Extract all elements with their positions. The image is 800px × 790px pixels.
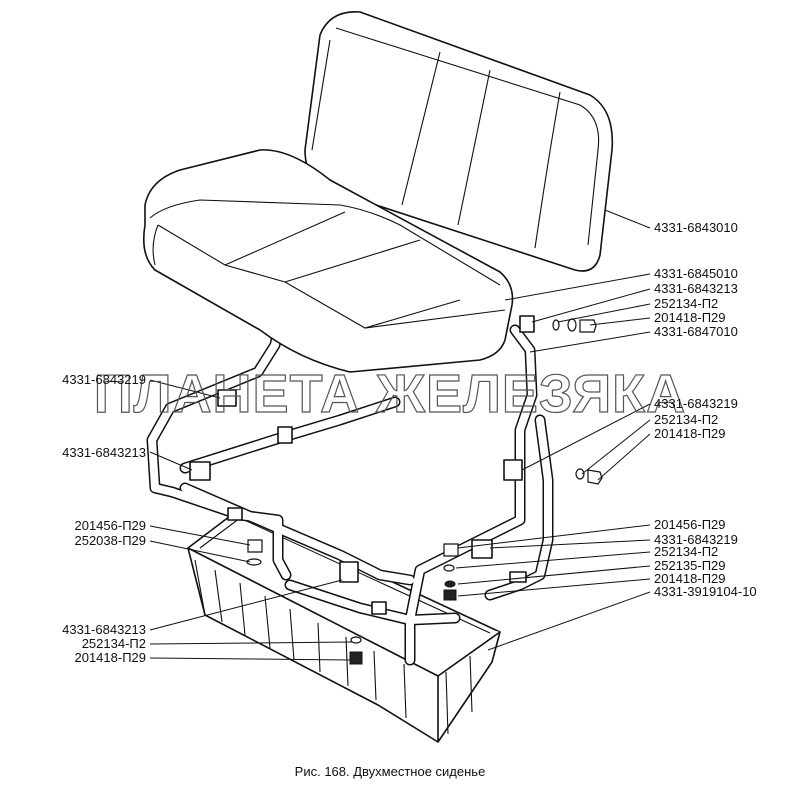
labels-left: 4331-6843219 4331-6843213 201456-П29 252… [62,372,146,665]
clamp-right-low-bracket [471,539,493,559]
leader-lines [149,209,651,661]
labels-right: 4331-6843010 4331-6845010 4331-6843213 2… [654,220,757,599]
frame-clip-box [371,601,387,615]
label-bolt-right-mid: 201418-П29 [654,426,726,441]
watermark-text: ПЛАНЕТА ЖЕЛЕЗЯКА [94,364,686,424]
bracket-bottom-left [339,561,359,583]
spring-washer-right-low [444,580,456,588]
label-clamp-left-upper: 4331-6843219 [62,372,146,387]
label-backrest: 4331-6843010 [654,220,738,235]
label-bracket-top-right: 4331-6843213 [654,281,738,296]
label-clamp-right-mid: 4331-6843219 [654,396,738,411]
label-clamp-right-low: 4331-6843219 [654,532,738,547]
label-washer-left: 252038-П29 [74,533,146,548]
label-washer-top-right: 252134-П2 [654,296,718,311]
label-spring-washer-right-low: 252135-П29 [654,558,726,573]
bolt-bottom-left [349,651,363,665]
bolt-right-low [443,589,457,601]
label-screw-right: 201456-П29 [654,517,726,532]
label-bracket-bottom-left: 4331-6843213 [62,622,146,637]
washer-right-low [443,564,455,572]
tubular-frame [146,324,554,666]
hardware [246,315,603,665]
label-washer-right-mid: 252134-П2 [654,412,718,427]
washer-top-right [552,319,560,331]
label-washer-bottom-left: 252134-П2 [82,636,146,651]
label-bolt-bottom-left: 201418-П29 [74,650,146,665]
storage-box [187,509,501,743]
label-washer-right-low: 252134-П2 [654,544,718,559]
label-cushion: 4331-6845010 [654,266,738,281]
label-box: 4331-3919104-10 [654,584,757,599]
frame-clip [277,426,293,444]
figure-caption: Рис. 168. Двухместное сиденье [295,764,486,779]
screw-right [443,543,459,557]
label-screw-left: 201456-П29 [74,518,146,533]
frame-clip-right [509,571,527,583]
bracket-top-right [519,315,535,333]
washer-right-mid [575,468,585,480]
frame-clip-low [227,507,243,521]
label-bolt-top-right: 201418-П29 [654,310,726,325]
label-bolt-right-low: 201418-П29 [654,571,726,586]
screw-left [247,539,263,553]
bolt-right-mid [587,469,603,485]
clamp-right-mid-bracket [503,459,523,481]
washer-left [246,558,262,566]
label-clamp-left-mid: 4331-6843213 [62,445,146,460]
label-frame: 4331-6847010 [654,324,738,339]
backrest [304,11,614,272]
bolt-top-right [579,319,597,333]
clamp-mid-left-bracket [189,461,211,481]
seat-cushion [142,149,514,373]
spring-washer-top-right [567,318,577,332]
washer-bottom-left [350,636,362,644]
